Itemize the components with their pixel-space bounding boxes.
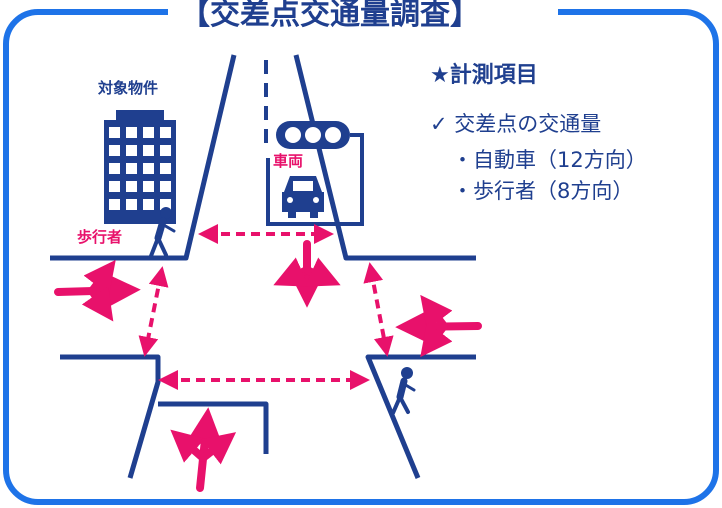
page-title: 【交差点交通量調査】 — [180, 0, 480, 32]
road-lines — [50, 54, 476, 479]
vehicle-flow-north — [273, 240, 341, 308]
pedestrian-flows — [138, 224, 394, 390]
measure-item: ・自動車（12方向） — [452, 148, 647, 172]
measure-item: ✓ 交差点の交通量 — [430, 112, 601, 136]
building-label: 対象物件 — [97, 79, 158, 97]
pedestrian-label: 歩行者 — [77, 228, 122, 246]
pedestrian-icon-2 — [391, 367, 416, 415]
vehicle-flow-east — [395, 294, 482, 358]
title-gap — [168, 0, 558, 30]
measure-header: ★計測項目 — [430, 62, 538, 88]
measure-item: ・歩行者（8方向） — [452, 179, 633, 203]
vehicle-flow-south — [170, 407, 237, 492]
traffic-signal-icon — [266, 121, 364, 226]
pedestrian-icon — [149, 207, 176, 258]
vehicle-label: 車両 — [273, 152, 303, 170]
vehicle-flows — [54, 240, 482, 492]
flow-east — [363, 262, 394, 357]
car-icon — [282, 176, 324, 218]
vehicle-flow-west — [54, 259, 141, 322]
building-icon — [104, 110, 176, 224]
flow-west — [138, 266, 169, 357]
